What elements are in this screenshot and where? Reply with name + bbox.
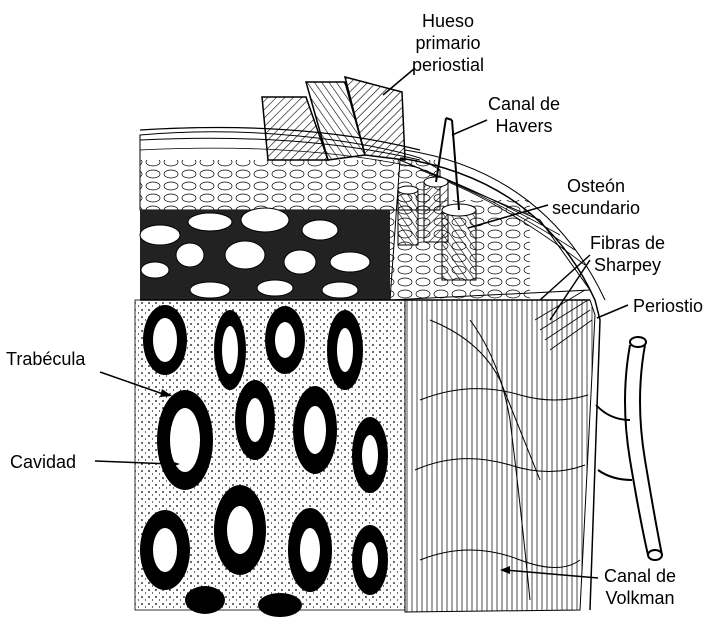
label-fibras-de-sharpey: Fibras de Sharpey: [590, 232, 665, 276]
label-cavidad: Cavidad: [10, 451, 76, 473]
label-osteon-secundario: Osteón secundario: [552, 175, 640, 219]
primary-bone-plates: [262, 77, 405, 160]
label-periostio: Periostio: [633, 295, 703, 317]
external-blood-vessels: [596, 337, 662, 560]
upper-trabecular-layer: [140, 208, 390, 300]
label-hueso-primario-periostial: Hueso primario periostial: [412, 10, 484, 76]
compact-bone-side: [405, 290, 595, 612]
label-trabecula: Trabécula: [6, 348, 85, 370]
label-canal-de-volkman: Canal de Volkman: [604, 565, 676, 609]
label-canal-de-havers: Canal de Havers: [488, 93, 560, 137]
